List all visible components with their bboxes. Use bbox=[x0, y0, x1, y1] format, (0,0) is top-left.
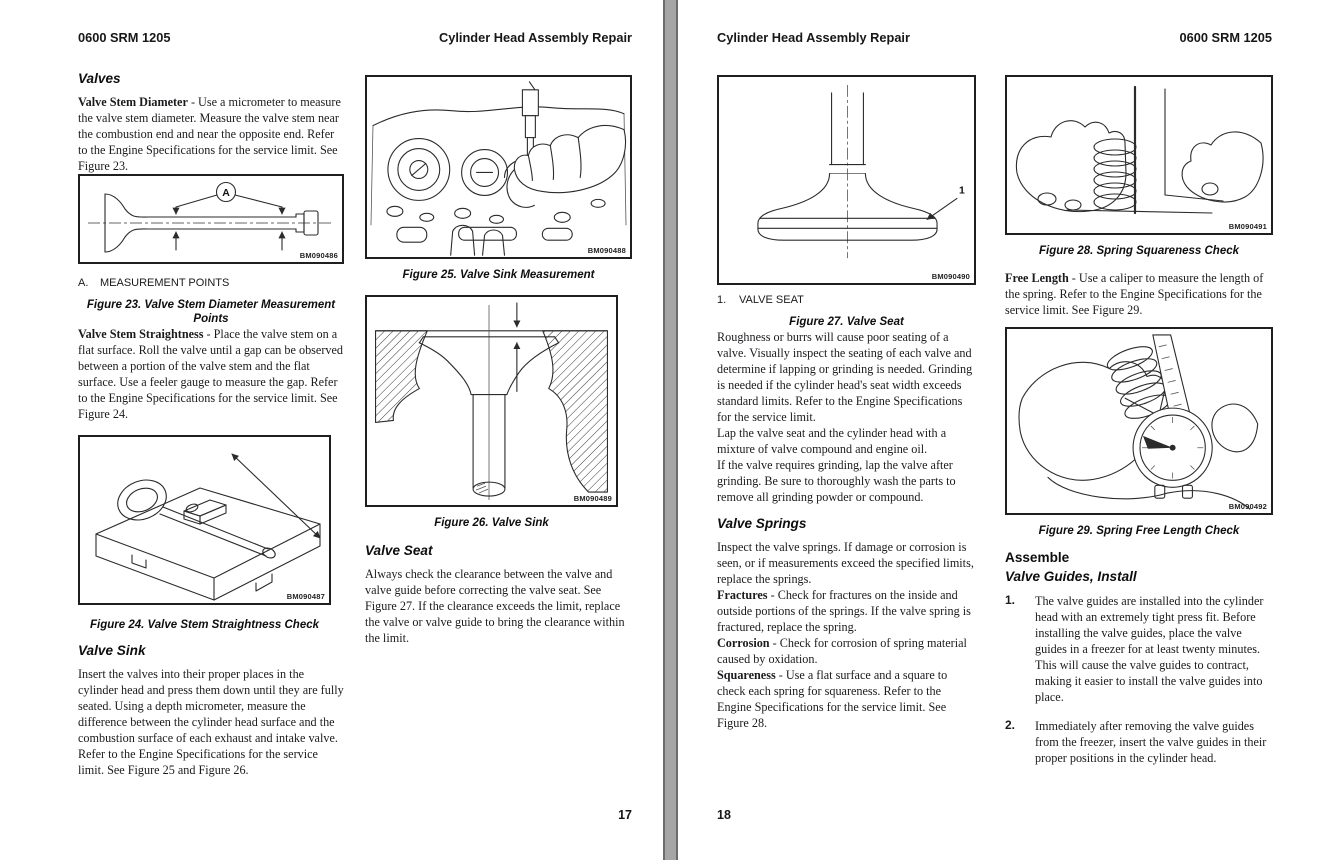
figure-28-caption: Figure 28. Spring Squareness Check bbox=[1038, 245, 1240, 257]
paragraph-lead: Corrosion bbox=[717, 636, 770, 650]
header-doc-code: 0600 SRM 1205 bbox=[78, 30, 171, 45]
figure-29-code: BM090492 bbox=[1228, 502, 1267, 511]
figure-26-code: BM090489 bbox=[573, 494, 612, 503]
figure-24: BM090487 bbox=[78, 435, 331, 605]
figure-27-code: BM090490 bbox=[931, 272, 970, 281]
paragraph-lead: Squareness bbox=[717, 668, 776, 682]
figure-27-caption: Figure 27. Valve Seat bbox=[789, 316, 904, 328]
step-number: 1. bbox=[1005, 593, 1016, 607]
figure-27: 1 BM090490 bbox=[717, 75, 976, 285]
numbered-step: 2. Immediately after removing the valve … bbox=[1005, 718, 1273, 766]
paragraph-lead: Valve Stem Diameter bbox=[78, 95, 188, 109]
figure-29-drawing bbox=[1018, 334, 1259, 510]
figure-28-drawing bbox=[1015, 85, 1264, 215]
figure-28-code: BM090491 bbox=[1228, 222, 1267, 231]
header-doc-code: 0600 SRM 1205 bbox=[1179, 30, 1272, 45]
running-header: 0600 SRM 1205 Cylinder Head Assembly Rep… bbox=[78, 30, 632, 45]
figure-26: BM090489 bbox=[365, 295, 618, 507]
right-page-column-1: 1 BM090490 1. VALVE SEAT Figure 27. Valv… bbox=[717, 66, 976, 731]
left-page: 0600 SRM 1205 Cylinder Head Assembly Rep… bbox=[0, 0, 663, 860]
figure-23-caption: Figure 23. Valve Stem Diameter Measureme… bbox=[86, 299, 336, 325]
section-heading-valve-seat: Valve Seat bbox=[365, 543, 433, 558]
figure-25-caption: Figure 25. Valve Sink Measurement bbox=[402, 269, 595, 281]
paragraph-squareness: Squareness - Use a flat surface and a sq… bbox=[717, 668, 948, 730]
right-page: Cylinder Head Assembly Repair 0600 SRM 1… bbox=[678, 0, 1340, 860]
section-heading-valves: Valves bbox=[78, 71, 121, 86]
page-number: 17 bbox=[618, 808, 632, 822]
figure-27-legend: 1. VALVE SEAT bbox=[717, 294, 804, 306]
right-page-column-2: BM090491 Figure 28. Spring Squareness Ch… bbox=[1005, 66, 1273, 779]
paragraph-lead: Fractures bbox=[717, 588, 768, 602]
paragraph-lead: Valve Stem Straightness bbox=[78, 327, 204, 341]
figure-27-callout: 1 bbox=[959, 185, 965, 196]
figure-29: BM090492 bbox=[1005, 327, 1273, 515]
figure-24-code: BM090487 bbox=[286, 592, 325, 601]
step-text: The valve guides are installed into the … bbox=[1035, 594, 1264, 704]
section-heading-assemble: Assemble bbox=[1005, 550, 1070, 565]
section-heading-valve-sink: Valve Sink bbox=[78, 643, 146, 658]
paragraph-corrosion: Corrosion - Check for corrosion of sprin… bbox=[717, 636, 967, 666]
page-divider bbox=[663, 0, 678, 860]
paragraph-free-length: Free Length - Use a caliper to measure t… bbox=[1005, 271, 1264, 317]
step-text: Immediately after removing the valve gui… bbox=[1035, 719, 1267, 765]
figure-23-code: BM090486 bbox=[299, 251, 338, 260]
header-chapter-title: Cylinder Head Assembly Repair bbox=[717, 30, 910, 45]
figure-26-caption: Figure 26. Valve Sink bbox=[434, 517, 549, 529]
section-heading-valve-guides-install: Valve Guides, Install bbox=[1005, 569, 1137, 584]
left-page-column-2: BM090488 Figure 25. Valve Sink Measureme… bbox=[365, 66, 632, 646]
figure-28: BM090491 bbox=[1005, 75, 1273, 235]
figure-23-legend: A. MEASUREMENT POINTS bbox=[78, 277, 230, 289]
header-chapter-title: Cylinder Head Assembly Repair bbox=[439, 30, 632, 45]
figure-24-drawing bbox=[95, 453, 321, 601]
paragraph-valve-seat: Always check the clearance between the v… bbox=[365, 567, 625, 645]
figure-25-code: BM090488 bbox=[587, 246, 626, 255]
section-heading-valve-springs: Valve Springs bbox=[717, 516, 807, 531]
figure-23: A BM090486 bbox=[78, 174, 344, 264]
paragraph-fractures: Fractures - Check for fractures on the i… bbox=[717, 588, 971, 634]
figure-25-drawing bbox=[370, 81, 627, 256]
figure-24-caption: Figure 24. Valve Stem Straightness Check bbox=[89, 619, 320, 631]
running-header: Cylinder Head Assembly Repair 0600 SRM 1… bbox=[717, 30, 1272, 45]
figure-29-caption: Figure 29. Spring Free Length Check bbox=[1038, 525, 1240, 537]
paragraph-inspect-springs: Inspect the valve springs. If damage or … bbox=[717, 540, 974, 586]
step-number: 2. bbox=[1005, 718, 1016, 732]
page-number: 18 bbox=[717, 808, 731, 822]
figure-25: BM090488 bbox=[365, 75, 632, 259]
figure-27-drawing: 1 bbox=[757, 84, 965, 259]
paragraph-valve-stem-diameter: Valve Stem Diameter - Use a micrometer t… bbox=[78, 95, 341, 173]
figure-26-drawing bbox=[375, 302, 608, 501]
numbered-step: 1. The valve guides are installed into t… bbox=[1005, 593, 1273, 705]
paragraph-lead: Free Length bbox=[1005, 271, 1069, 285]
paragraph-roughness: Roughness or burrs will cause poor seati… bbox=[717, 330, 973, 424]
paragraph-grinding: If the valve requires grinding, lap the … bbox=[717, 458, 956, 504]
figure-23-drawing: A bbox=[88, 181, 334, 253]
left-page-column-1: Valves Valve Stem Diameter - Use a micro… bbox=[78, 66, 344, 778]
paragraph-valve-sink: Insert the valves into their proper plac… bbox=[78, 667, 344, 777]
paragraph-lap: Lap the valve seat and the cylinder head… bbox=[717, 426, 947, 456]
figure-23-callout: A bbox=[222, 187, 230, 199]
paragraph-valve-stem-straightness: Valve Stem Straightness - Place the valv… bbox=[78, 327, 343, 421]
